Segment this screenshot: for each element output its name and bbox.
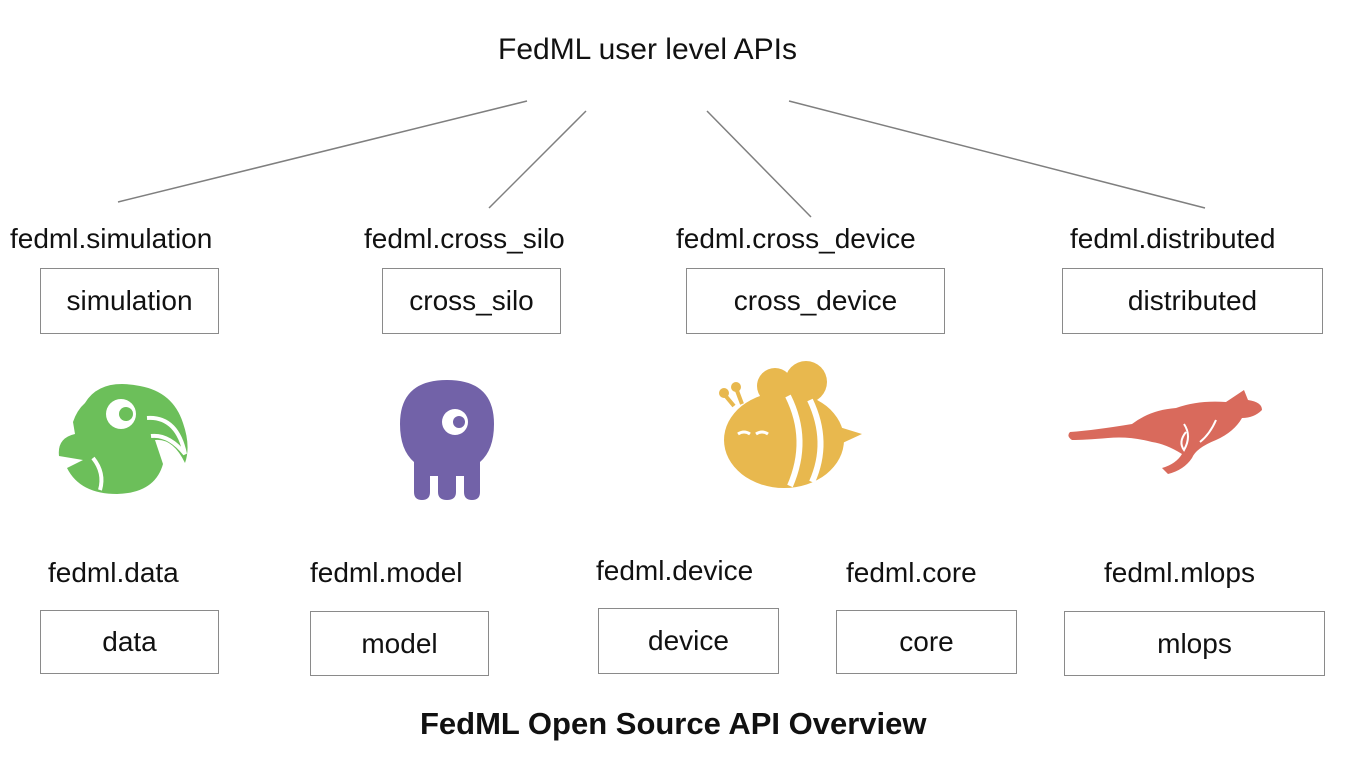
api-label-device: fedml.device xyxy=(596,555,754,586)
device-box: device xyxy=(598,608,779,674)
connector-line xyxy=(706,110,812,218)
mlops-box-text: mlops xyxy=(1157,627,1232,659)
cross-silo-box: cross_silo xyxy=(382,268,561,334)
api-label-cross-device: fedml.cross_device xyxy=(676,223,916,254)
data-box-text: data xyxy=(102,626,157,657)
diagram-caption: FedML Open Source API Overview xyxy=(420,706,927,741)
diagram-top-title: FedML user level APIs xyxy=(498,33,798,66)
api-label-model: fedml.model xyxy=(310,557,463,588)
simulation-box: simulation xyxy=(40,268,219,334)
cross-silo-box-text: cross_silo xyxy=(409,285,534,316)
api-label-mlops: fedml.mlops xyxy=(1104,557,1255,588)
cross-device-box-text: cross_device xyxy=(733,285,898,316)
distributed-box-text: distributed xyxy=(1127,285,1258,316)
api-label-simulation: fedml.simulation xyxy=(10,223,213,254)
core-box: core xyxy=(836,610,1017,674)
cheetah-icon xyxy=(1068,390,1262,474)
connector-line xyxy=(788,100,1206,209)
connector-line xyxy=(117,100,528,203)
model-box-text: model xyxy=(361,627,438,659)
data-box: data xyxy=(40,610,219,674)
parrot-icon xyxy=(58,384,188,494)
bee-icon xyxy=(719,361,862,488)
octopus-icon xyxy=(400,380,494,500)
core-box-text: core xyxy=(899,626,954,657)
api-label-distributed: fedml.distributed xyxy=(1070,223,1276,254)
distributed-box: distributed xyxy=(1062,268,1323,334)
device-box-text: device xyxy=(648,625,729,656)
api-label-core: fedml.core xyxy=(846,557,977,588)
api-label-cross-silo: fedml.cross_silo xyxy=(364,223,565,254)
api-label-data: fedml.data xyxy=(48,557,179,588)
connector-line xyxy=(488,110,587,209)
mlops-box: mlops xyxy=(1064,611,1325,676)
simulation-box-text: simulation xyxy=(66,285,193,316)
model-box: model xyxy=(310,611,489,676)
cross-device-box: cross_device xyxy=(686,268,945,334)
